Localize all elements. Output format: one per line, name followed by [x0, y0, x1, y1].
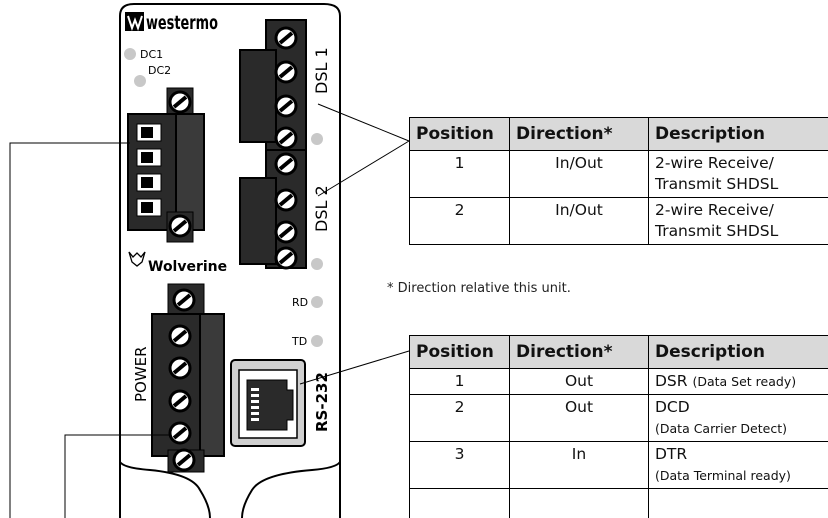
dc1-led	[124, 48, 136, 60]
westermo-logo: westermo	[125, 12, 218, 34]
dsl1-label: DSL 1	[312, 47, 331, 94]
dc-power-connector	[127, 87, 205, 243]
power-label: POWER	[132, 346, 150, 402]
rs232-port	[230, 359, 306, 447]
dsl1-led	[311, 133, 323, 145]
dsl2-connector	[239, 149, 307, 270]
rs232-label: RS-232	[313, 372, 331, 432]
svg-text:westermo: westermo	[146, 12, 218, 34]
leader-dsl2	[317, 140, 410, 197]
dc2-led	[134, 75, 146, 87]
leader-dsl1	[317, 103, 410, 142]
td-label: TD	[291, 335, 307, 348]
dc1-label: DC1	[140, 48, 163, 61]
device-cutout-right	[241, 461, 341, 518]
leader-rs232	[299, 350, 410, 385]
leader-dc	[9, 142, 130, 518]
dsl2-label: DSL 2	[312, 185, 331, 232]
power-connector	[151, 283, 225, 473]
rd-label: RD	[292, 296, 308, 309]
device-cutout-left	[119, 461, 211, 518]
rd-led	[311, 296, 323, 308]
dc2-label: DC2	[148, 64, 171, 77]
leader-power	[64, 434, 170, 518]
svg-text:Wolverine: Wolverine	[148, 259, 227, 275]
td-led	[311, 335, 323, 347]
dsl2-led	[311, 258, 323, 270]
wolverine-logo: Wolverine	[128, 251, 227, 275]
